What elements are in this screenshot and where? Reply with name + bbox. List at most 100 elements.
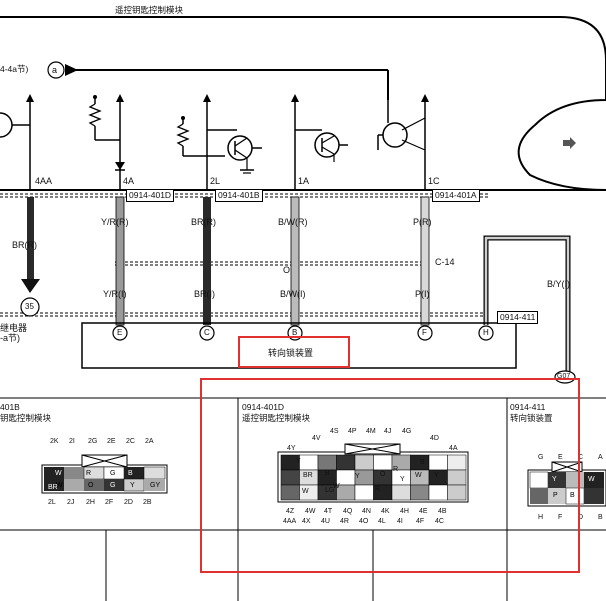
ref-35-label: 35	[25, 302, 34, 311]
pin-label: 4N	[362, 508, 371, 515]
cell-code: LG	[325, 487, 335, 494]
pin-label: 4T	[324, 508, 333, 515]
left-ref-label: 4-4a节)	[0, 64, 29, 74]
pin-label: 2F	[105, 499, 114, 506]
cell-code: B	[128, 470, 133, 477]
steering-lock-box	[81, 322, 517, 369]
pin-label: 4J	[384, 428, 392, 435]
pin-label: 4Z	[286, 508, 295, 515]
pin-label: 4A	[449, 445, 458, 452]
module-outline	[0, 16, 606, 191]
cell-code: O	[380, 471, 386, 478]
pin-label: 4S	[330, 428, 339, 435]
panel-middle-name: 遥控钥匙控制模块	[242, 413, 311, 423]
signal-arrow	[65, 64, 78, 76]
pin-label: 2J	[67, 499, 75, 506]
panel-left-name: 钥匙控制模块	[0, 413, 52, 423]
cell-code: W	[55, 470, 62, 477]
pin-label: 2C	[126, 438, 135, 445]
wire-label-left: BR(R)	[12, 240, 37, 250]
transistor-1c	[382, 122, 408, 148]
pin-label: 4U	[321, 518, 330, 525]
resistor-4a	[88, 103, 102, 127]
signal-a-label: a	[52, 65, 58, 75]
pin-1c: 1C	[428, 176, 440, 186]
pin-label: 2H	[86, 499, 95, 506]
pin-label: 4F	[416, 518, 425, 525]
panel-right-name: 转向锁装置	[510, 413, 553, 423]
actuator-label: 转向锁装置	[268, 348, 314, 358]
pin-label: 2A	[145, 438, 154, 445]
tag-0914-401a: 0914-401A	[432, 189, 480, 202]
terminal-h: H	[483, 328, 489, 337]
pin-label: 4V	[312, 435, 321, 442]
pin-label: F	[558, 514, 563, 521]
panel-middle-id: 0914-401D	[242, 402, 285, 412]
cell-code: O	[88, 482, 94, 489]
pin-label: 4M	[366, 428, 376, 435]
wire-by	[483, 235, 571, 372]
terminal-e: E	[117, 328, 123, 337]
o-label: O	[283, 265, 291, 275]
transistor-2l	[227, 135, 253, 161]
pin-label: 4W	[305, 508, 316, 515]
connector-401b-graphic	[41, 454, 168, 494]
wire-label-br-top: BR(R)	[191, 217, 216, 227]
pin-1a: 1A	[298, 176, 310, 186]
pin-label: 4B	[438, 508, 447, 515]
pin-label: 4H	[400, 508, 409, 515]
pin-label: 4K	[381, 508, 390, 515]
cell-code: BR	[303, 472, 313, 479]
ref-35-circle	[20, 297, 40, 317]
terminal-f: F	[422, 328, 427, 337]
wire-label-p-top: P(R)	[413, 217, 432, 227]
relay-label-1: 继电器	[0, 323, 28, 333]
wire-label-br-bot: BR(I)	[194, 289, 215, 299]
pin-label: H	[538, 514, 544, 521]
resistor-2l	[176, 123, 190, 147]
transistor-left	[0, 112, 13, 138]
cell-code: W	[302, 488, 309, 495]
cell-code: Y	[130, 482, 135, 489]
panel-right-id: 0914-411	[510, 402, 546, 412]
pin-label: 4L	[378, 518, 386, 525]
pin-label: E	[558, 454, 563, 461]
panel-left-id: 401B	[0, 402, 20, 412]
tag-0914-401d: 0914-401D	[126, 189, 175, 202]
pin-label: 4C	[435, 518, 444, 525]
pin-label: 4I	[397, 518, 403, 525]
pin-label: 4AA	[283, 518, 297, 525]
wire-label-yr-top: Y/R(R)	[101, 217, 129, 227]
wire-left-br	[27, 197, 34, 279]
pin-label: 2I	[69, 438, 75, 445]
pin-label: 2B	[143, 499, 152, 506]
pin-label: B	[598, 514, 603, 521]
wire-label-p-bot: P(I)	[415, 289, 430, 299]
terminal-b: B	[292, 328, 298, 337]
pin-label: 4R	[340, 518, 349, 525]
cell-code: P	[553, 492, 558, 499]
pin-label: 4Y	[287, 445, 296, 452]
cell-code: R	[393, 466, 399, 473]
cell-code: Y	[434, 472, 439, 479]
actuator-highlight	[238, 336, 350, 368]
cell-code: B	[570, 492, 575, 499]
cell-code: BR	[48, 484, 58, 491]
pin-label: 4G	[402, 428, 412, 435]
relay-label-2: -a节)	[0, 333, 20, 343]
signal-a-circle	[47, 61, 65, 79]
module-title: 遥控钥匙控制模块	[115, 5, 184, 15]
connector-cell	[447, 484, 467, 501]
wire-label-bw-bot: B/W(I)	[280, 289, 306, 299]
cell-code: W	[415, 472, 422, 479]
pin-2l: 2L	[210, 176, 221, 186]
direction-arrow	[563, 137, 576, 149]
cell-code: R	[375, 486, 381, 493]
wire-br	[203, 197, 211, 325]
cell-code: W	[588, 476, 595, 483]
pin-label: C	[578, 454, 584, 461]
pin-label: 4E	[419, 508, 428, 515]
pin-label: A	[598, 454, 603, 461]
cell-code: G	[110, 482, 116, 489]
